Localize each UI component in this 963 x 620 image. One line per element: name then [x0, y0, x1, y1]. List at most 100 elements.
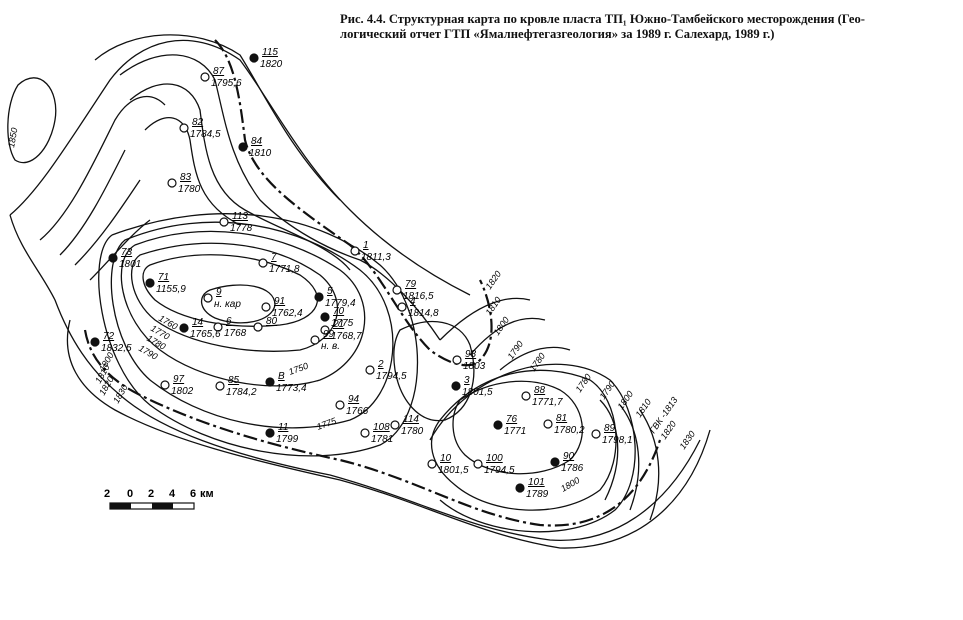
well-depth-value: н. в.: [321, 341, 340, 352]
well-symbol-icon: [90, 337, 100, 347]
contour-se-2: [619, 404, 640, 511]
contour-east-3: [430, 369, 617, 511]
isoline-label: 1800: [559, 475, 581, 494]
well-number: 14: [192, 317, 204, 328]
well-depth-value: 1794,5: [484, 465, 515, 476]
isoline-label: 1810: [633, 397, 653, 419]
isoline-label: 1790: [505, 339, 525, 361]
contour-east-6: [469, 317, 546, 356]
contour-dome-1770: [130, 242, 339, 352]
well-number: 84: [251, 136, 263, 147]
well-number: В: [278, 371, 285, 382]
well-depth-value: 1811,3: [361, 252, 391, 263]
well-symbol-icon: [160, 380, 170, 390]
well-number: 3: [464, 375, 470, 386]
well-depth-value: 1780: [178, 184, 201, 195]
well-symbol-icon: [397, 302, 407, 312]
contour-1850: [7, 77, 57, 164]
well-depth-value: 1766: [346, 406, 369, 417]
well-symbol-icon: [258, 258, 268, 268]
well-depth-value: 1155,9: [156, 284, 186, 295]
scale-bar: 2 0 2 4 6 км: [104, 488, 214, 510]
scale-tick-label: 6: [190, 488, 196, 500]
well-depth-value: 1784,2: [226, 387, 257, 398]
well-number: 72: [103, 331, 115, 342]
well-depth-value: 1768,7: [331, 331, 362, 342]
well-symbol-icon: [265, 377, 275, 387]
well-symbol-icon: [550, 457, 560, 467]
well-number: 71: [158, 272, 169, 283]
well-depth-value: 1771,8: [269, 264, 300, 275]
scale-tick-label: 2: [104, 488, 110, 500]
well-depth-value: 1786: [561, 463, 584, 474]
well-symbol-icon: [452, 355, 462, 365]
well-symbol-icon: [427, 459, 437, 469]
well-symbol-icon: [145, 278, 155, 288]
well-symbol-icon: [265, 428, 275, 438]
caption-line-1: Рис. 4.4. Структурная карта по кровле пл…: [340, 12, 865, 26]
well-symbol-icon: [314, 292, 324, 302]
well-depth-value: 1775: [331, 318, 354, 329]
well-number: 10: [440, 453, 452, 464]
well-number: 2: [377, 359, 384, 370]
well-depth-value: 1820: [260, 59, 283, 70]
well-number: 21: [332, 319, 344, 330]
well-number: 97: [173, 374, 185, 385]
well-depth-value: 1832,5: [101, 343, 132, 354]
well-number: 85: [228, 375, 240, 386]
well-depth-value: 1801,5: [438, 465, 469, 476]
well-depth-value: 1814,8: [408, 308, 439, 319]
contour-inner-3: [144, 117, 241, 226]
scale-bar-seg-3: [152, 503, 173, 509]
well-number: 81: [556, 413, 567, 424]
scale-tick-label: 2: [148, 488, 154, 500]
isoline-label: 1850: [6, 127, 19, 148]
contour-dome-1780: [120, 230, 366, 387]
well-number: 113: [232, 211, 248, 222]
scale-bar-seg-1: [110, 503, 131, 509]
well-number: 9: [216, 287, 222, 298]
well-number: 99: [323, 329, 335, 340]
well-marker: 99н. в.: [310, 329, 340, 352]
well-symbol-icon: [213, 322, 223, 332]
contour-east-5: [439, 297, 531, 341]
well-depth-value: 1799: [276, 434, 299, 445]
scale-unit-label: км: [200, 488, 214, 500]
well-number: 100: [486, 453, 503, 464]
well-symbol-icon: [167, 178, 177, 188]
well-symbol-icon: [515, 483, 525, 493]
contour-dome-1790: [110, 221, 394, 429]
contour-gvk: [83, 39, 662, 527]
well-symbol-icon: [179, 323, 189, 333]
well-symbol-icon: [261, 302, 271, 312]
well-symbol-icon: [238, 142, 248, 152]
isoline-label: 1775: [315, 415, 338, 432]
well-number: 89: [604, 423, 616, 434]
well-symbol-icon: [108, 253, 118, 263]
well-number: 7: [271, 252, 277, 263]
well-depth-value: 1773,4: [276, 383, 307, 394]
well-symbol-icon: [451, 381, 461, 391]
